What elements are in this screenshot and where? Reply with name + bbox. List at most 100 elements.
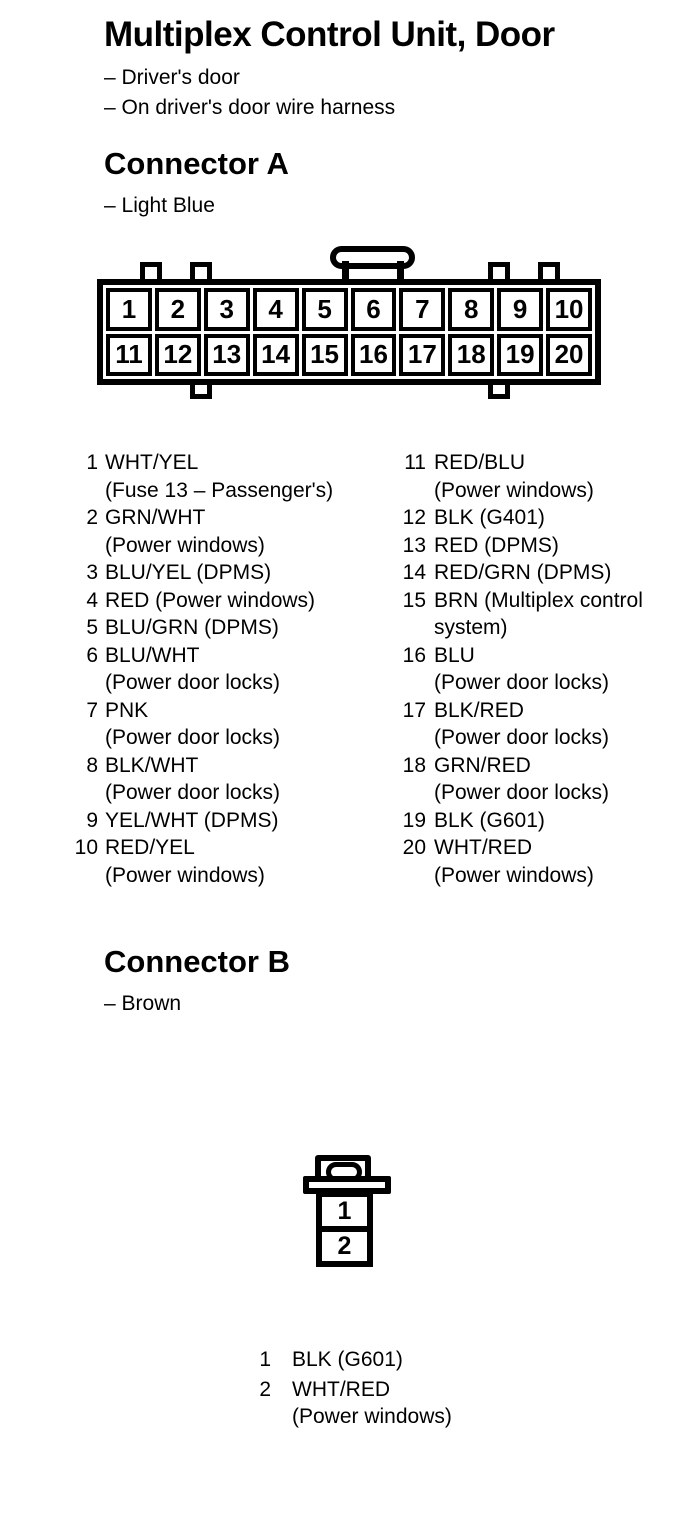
pin-number: 13 bbox=[402, 533, 426, 557]
pin-row: 16 BLU(Power door locks) bbox=[402, 642, 688, 697]
pin-row: 7 PNK(Power door locks) bbox=[72, 697, 372, 752]
pin-cell: 6 bbox=[350, 288, 397, 331]
pin-cell: 18 bbox=[448, 333, 495, 376]
pin-label: RED/GRN (DPMS) bbox=[434, 561, 612, 584]
connector-b-pin-list: 1 BLK (G601) 2 WHT/RED(Power windows) bbox=[258, 1346, 518, 1433]
pin-row: 1 WHT/YEL(Fuse 13 – Passenger's) bbox=[72, 449, 372, 504]
pin-label: PNK(Power door locks) bbox=[105, 698, 281, 750]
pin-label: WHT/RED(Power windows) bbox=[434, 836, 594, 887]
pin-cell: 15 bbox=[301, 333, 348, 376]
connector-a-heading: Connector A bbox=[104, 146, 289, 181]
pin-cell: 4 bbox=[252, 288, 299, 331]
pin-cell: 14 bbox=[252, 333, 299, 376]
pin-cell: 17 bbox=[399, 333, 446, 376]
latch-handle bbox=[330, 246, 415, 269]
pin-label: GRN/RED(Power door locks) bbox=[434, 753, 610, 805]
pin-row: 10 RED/YEL(Power windows) bbox=[72, 834, 372, 889]
pin-number: 1 bbox=[259, 1348, 271, 1371]
pin-number: 11 bbox=[404, 451, 426, 474]
pin-label: BLU/YEL (DPMS) bbox=[105, 561, 272, 584]
pin-row: 13 RED (DPMS) bbox=[402, 532, 688, 560]
pin-cell: 7 bbox=[399, 288, 446, 331]
pin-label: RED/BLU(Power windows) bbox=[434, 451, 594, 502]
pin-number: 15 bbox=[402, 588, 426, 612]
pin-row: 2 GRN/WHT(Power windows) bbox=[72, 504, 372, 559]
pin-label: GRN/WHT(Power windows) bbox=[105, 506, 265, 557]
pin-number: 6 bbox=[86, 643, 98, 667]
pin-row: 5 BLU/GRN (DPMS) bbox=[72, 614, 372, 642]
pin-number: 8 bbox=[86, 753, 98, 777]
pin-number: 20 bbox=[402, 836, 426, 859]
pin-number: 18 bbox=[402, 753, 426, 777]
connector-flange bbox=[303, 1176, 391, 1194]
pin-row: 18 GRN/RED(Power door locks) bbox=[402, 752, 688, 807]
pin-cell: 19 bbox=[497, 333, 544, 376]
pin-number: 12 bbox=[402, 506, 426, 529]
page-title: Multiplex Control Unit, Door bbox=[104, 15, 555, 54]
pin-cell: 9 bbox=[497, 288, 544, 331]
pin-label: WHT/YEL(Fuse 13 – Passenger's) bbox=[105, 451, 334, 502]
connector-a-color-note: – Light Blue bbox=[104, 194, 215, 217]
pin-cell: 10 bbox=[546, 288, 592, 331]
pin-label: BLU(Power door locks) bbox=[434, 643, 610, 695]
subtitle-line: – Driver's door bbox=[104, 66, 240, 89]
pin-cell: 1 bbox=[322, 1197, 367, 1232]
latch-leg bbox=[397, 261, 404, 283]
connector-b-color-note: – Brown bbox=[104, 992, 182, 1015]
pin-row: 2 WHT/RED(Power windows) bbox=[258, 1376, 518, 1430]
pin-number: 4 bbox=[86, 588, 98, 612]
pin-label: BLK (G601) bbox=[292, 1348, 403, 1371]
pin-number: 14 bbox=[402, 561, 426, 584]
pin-label: BLU/WHT(Power door locks) bbox=[105, 643, 281, 695]
connector-a-pin-list-left: 1 WHT/YEL(Fuse 13 – Passenger's) 2 GRN/WHT(… bbox=[72, 449, 372, 889]
pin-cell: 13 bbox=[203, 333, 250, 376]
pin-label: BLU/GRN (DPMS) bbox=[105, 616, 279, 639]
pin-label: BLK/WHT(Power door locks) bbox=[105, 753, 281, 805]
pin-label: BLK/RED(Power door locks) bbox=[434, 698, 610, 750]
pin-label: BLK (G601) bbox=[434, 808, 545, 832]
pin-row: 4 RED (Power windows) bbox=[72, 587, 372, 615]
pin-cell: 20 bbox=[546, 333, 592, 376]
pin-label: RED (Power windows) bbox=[105, 588, 316, 612]
pin-row: 1 BLK (G601) bbox=[258, 1346, 518, 1373]
pin-row: 3 BLU/YEL (DPMS) bbox=[72, 559, 372, 587]
pin-number: 3 bbox=[86, 561, 98, 584]
pin-cell: 3 bbox=[203, 288, 250, 331]
pin-row: 12 BLK (G401) bbox=[402, 504, 688, 532]
pin-number: 5 bbox=[86, 616, 98, 639]
pin-number: 17 bbox=[402, 698, 426, 722]
pin-number: 1 bbox=[86, 451, 98, 474]
pin-row: 20 WHT/RED(Power windows) bbox=[402, 834, 688, 889]
pin-number: 16 bbox=[402, 643, 426, 667]
pin-label: RED/YEL(Power windows) bbox=[105, 836, 265, 887]
pin-cell: 16 bbox=[350, 333, 397, 376]
pin-label: WHT/RED(Power windows) bbox=[292, 1378, 452, 1428]
pin-number: 19 bbox=[402, 808, 426, 832]
pin-number: 7 bbox=[86, 698, 98, 722]
pin-row: 8 BLK/WHT(Power door locks) bbox=[72, 752, 372, 807]
pin-number: 10 bbox=[74, 836, 98, 859]
subtitle-line: – On driver's door wire harness bbox=[104, 96, 396, 119]
pin-row: 17 BLK/RED(Power door locks) bbox=[402, 697, 688, 752]
pin-cell: 1 bbox=[106, 288, 152, 331]
page-subtitle: – Driver's door – On driver's door wire … bbox=[104, 63, 395, 123]
pin-label: RED (DPMS) bbox=[434, 533, 559, 557]
pin-number: 2 bbox=[86, 506, 98, 529]
pin-row: 14 RED/GRN (DPMS) bbox=[402, 559, 688, 587]
pin-cell: 5 bbox=[301, 288, 348, 331]
pin-row: 11 RED/BLU(Power windows) bbox=[402, 449, 688, 504]
latch-leg bbox=[342, 261, 349, 283]
pin-cell: 2 bbox=[322, 1232, 367, 1261]
pin-number: 2 bbox=[259, 1378, 271, 1401]
pin-row: 19 BLK (G601) bbox=[402, 807, 688, 835]
pin-label: BLK (G401) bbox=[434, 506, 545, 529]
pin-cell: 8 bbox=[448, 288, 495, 331]
pin-row: 6 BLU/WHT(Power door locks) bbox=[72, 642, 372, 697]
